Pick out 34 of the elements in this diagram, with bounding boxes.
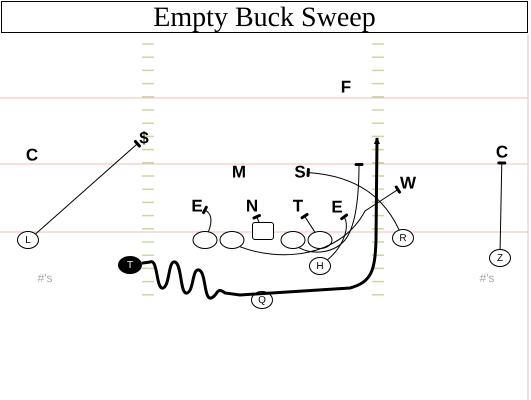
block-line (240, 184, 402, 256)
player-circle (280, 231, 306, 249)
center-square (252, 222, 274, 240)
player-circle (220, 231, 244, 249)
player-circle: L (17, 231, 39, 249)
defender-letter: C (496, 144, 508, 160)
hash-label: #'s (480, 271, 494, 285)
block-line (201, 205, 212, 232)
block-line (35, 139, 142, 234)
defender-letter: M (232, 164, 246, 180)
defender-letter: $ (139, 130, 149, 146)
block-line (298, 162, 364, 253)
defender-letter: N (246, 198, 258, 214)
block-line (497, 161, 506, 250)
defender-letter: E (331, 198, 343, 216)
defender-letter: W (400, 174, 416, 192)
player-circle: T (118, 256, 142, 274)
block-line (306, 168, 400, 230)
defender-letter: S (294, 164, 306, 180)
block-line (327, 213, 349, 260)
title: Empty Buck Sweep (1, 1, 528, 33)
player-circle (308, 231, 332, 249)
defender-letter: F (340, 78, 352, 96)
run-path-arrow (142, 137, 380, 300)
defender-letter: T (292, 198, 304, 214)
player-circle: R (392, 229, 414, 247)
hash-label: #'s (38, 271, 52, 285)
player-circle: H (309, 257, 331, 275)
block-line (252, 214, 262, 222)
defender-letter: E (191, 198, 203, 214)
player-circle: Z (489, 249, 511, 267)
player-circle (192, 231, 218, 249)
block-line (300, 212, 316, 232)
defender-letter: C (26, 146, 38, 164)
